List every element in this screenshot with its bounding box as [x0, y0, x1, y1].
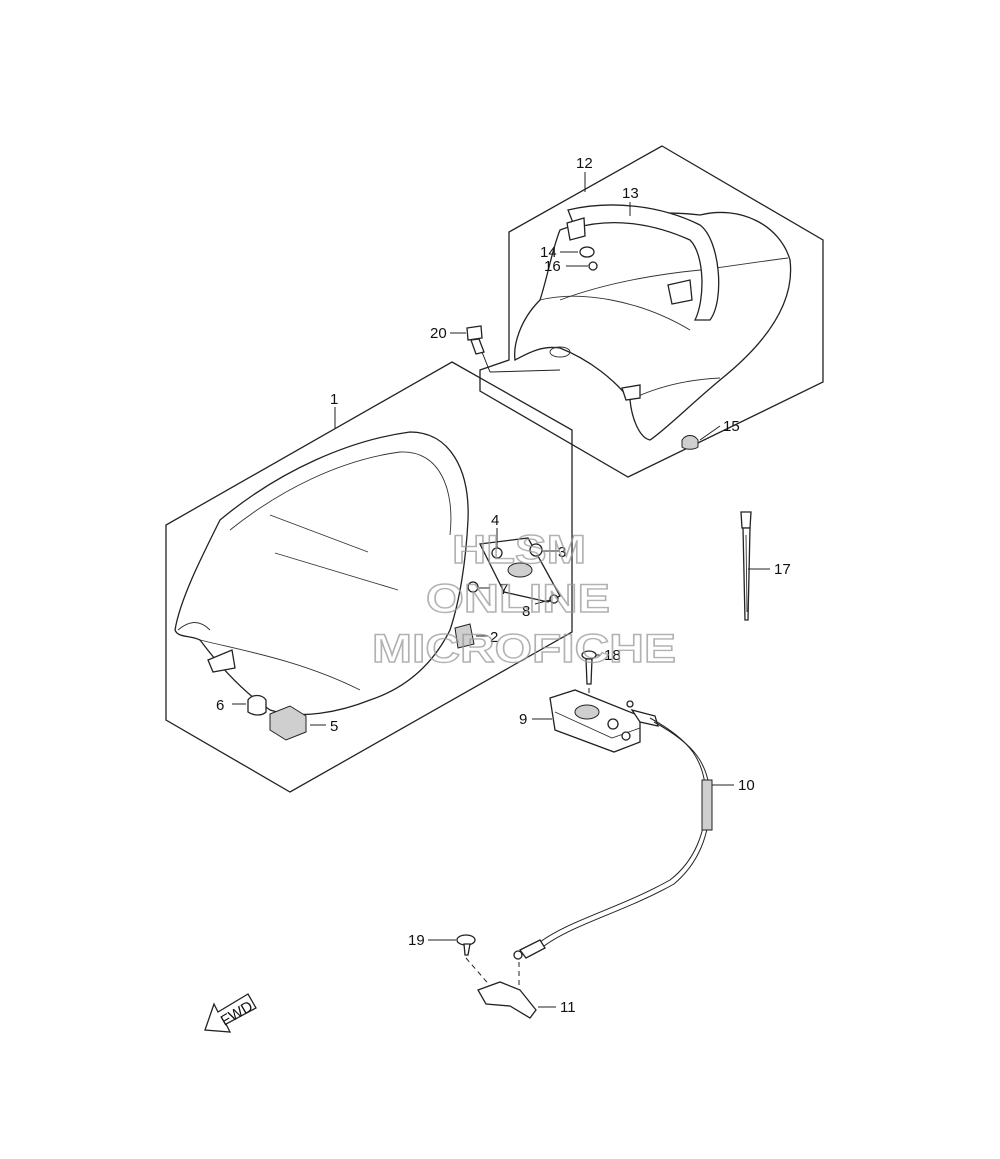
callout-19: 19: [408, 932, 425, 949]
bracket-part-4: [467, 537, 561, 604]
callout-11: 11: [560, 999, 576, 1016]
callout-18: 18: [604, 647, 621, 664]
callout-3: 3: [558, 544, 566, 561]
cable-part-10: [513, 717, 713, 960]
seat-lock-part-9: [549, 689, 659, 753]
rear-seat-group-box: [479, 145, 824, 478]
watermark-line-3: MICROFICHE: [372, 627, 676, 671]
clip-part-2: [454, 623, 475, 649]
front-seat-part-1: [174, 431, 469, 716]
screw-part-18: [581, 650, 597, 706]
cable-tie-part-17: [740, 511, 752, 621]
bracket-part-11: [477, 981, 537, 1019]
callout-20: 20: [430, 325, 447, 342]
washer-part-14: [579, 246, 595, 258]
callout-6: 6: [216, 697, 224, 714]
callout-17: 17: [774, 561, 791, 578]
fwd-direction-arrow: FWD: [204, 993, 257, 1033]
nut-part-16: [588, 261, 598, 271]
watermark-line-1: HLSM: [452, 528, 586, 572]
bolt-part-8: [549, 594, 559, 604]
grab-rail-part-13: [566, 204, 720, 321]
bolt-part-20: [466, 325, 561, 373]
watermark-line-2: ONLINE: [426, 577, 610, 621]
bolt-part-3: [529, 543, 543, 557]
callout-1: 1: [330, 391, 338, 408]
callout-10: 10: [738, 777, 755, 794]
rear-seat-part-12: [514, 211, 792, 441]
callout-12: 12: [576, 155, 593, 172]
callout-16: 16: [544, 258, 561, 275]
cushion-part-5: [269, 705, 307, 741]
cushion-part-6: [247, 694, 267, 716]
bolt-part-7: [467, 581, 479, 593]
callout-8: 8: [522, 603, 530, 620]
callout-5: 5: [330, 718, 338, 735]
callout-13: 13: [622, 185, 639, 202]
callout-15: 15: [723, 418, 740, 435]
cushion-part-15: [681, 435, 699, 450]
callout-7: 7: [500, 581, 508, 598]
callout-4: 4: [491, 512, 499, 529]
callout-9: 9: [519, 711, 527, 728]
callout-2: 2: [490, 629, 498, 646]
callout-14: 14: [540, 244, 557, 261]
front-seat-group-box: [165, 361, 573, 793]
screw-part-19: [456, 934, 520, 990]
